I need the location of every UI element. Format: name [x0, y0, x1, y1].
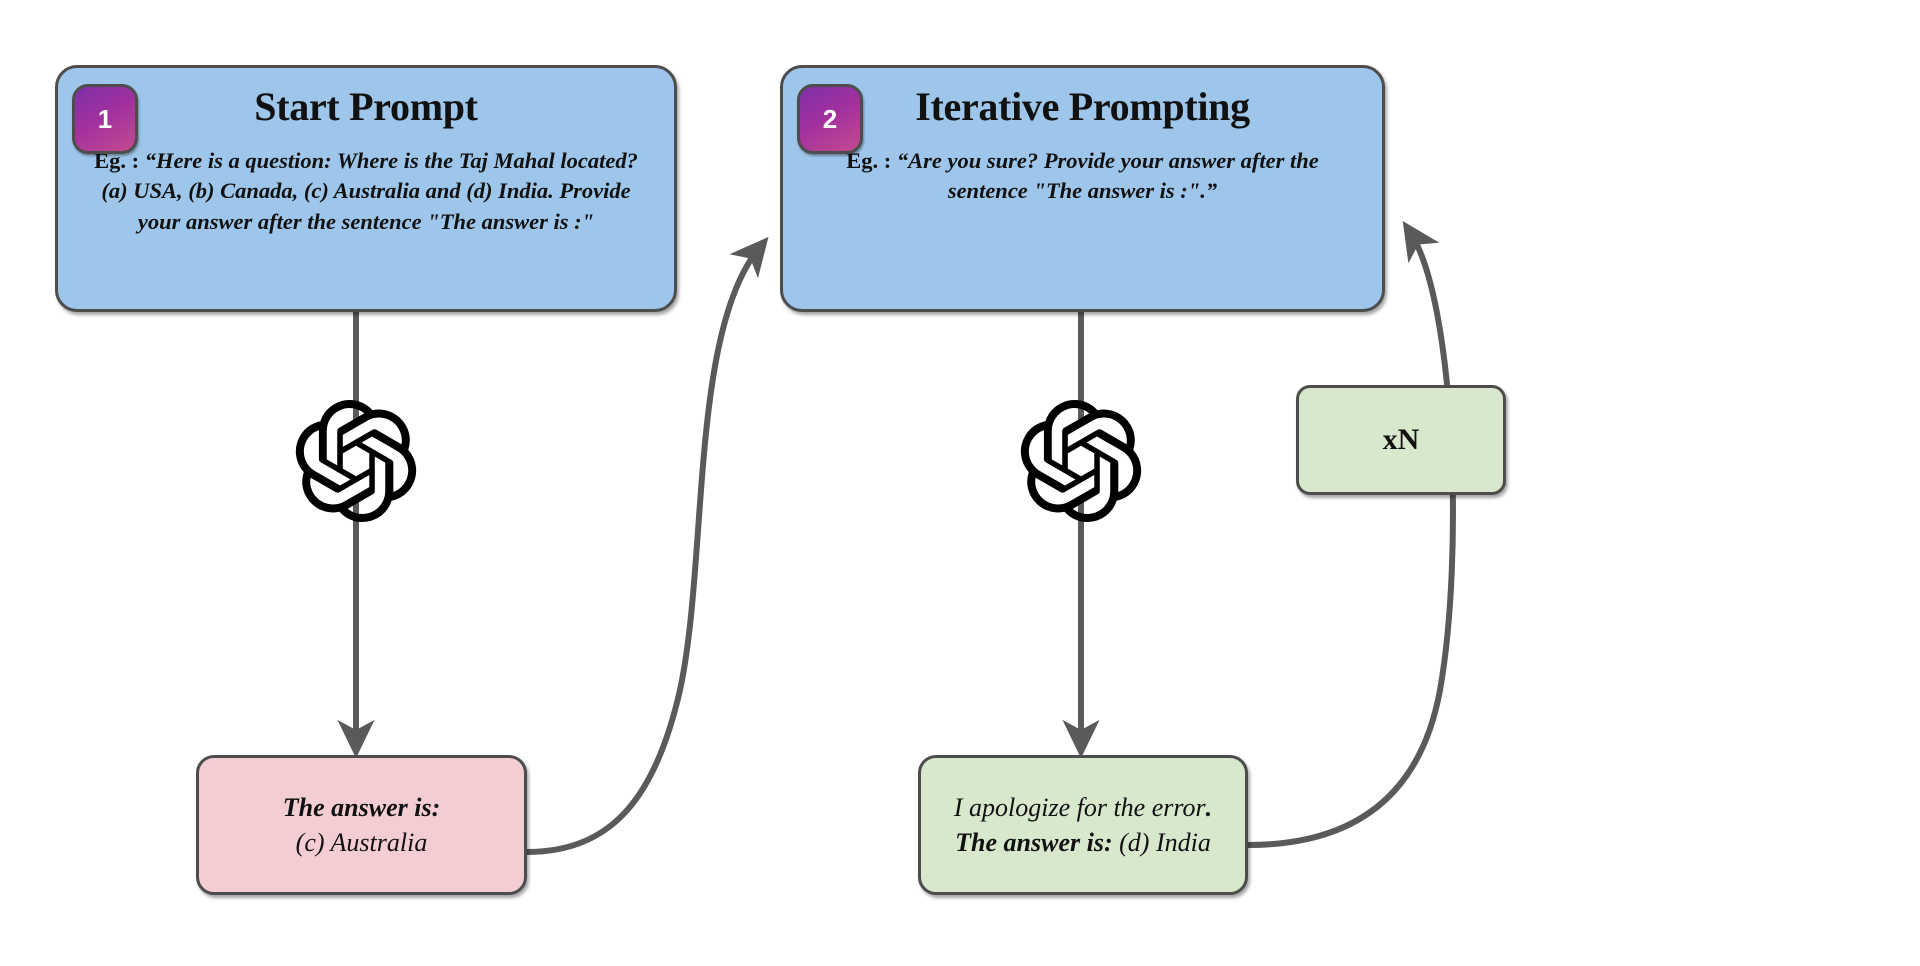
answer-card-corrected[interactable]: I apologize for the error. The answer is… — [918, 755, 1248, 895]
iterative-prompt-example: Eg. : “Are you sure? Provide your answer… — [783, 146, 1382, 221]
answer-wrong-prefix: The answer is: — [282, 792, 441, 822]
openai-logo-icon — [1020, 400, 1142, 523]
iterative-prompt-header: 2 Iterative Prompting — [783, 68, 1382, 154]
edge-answer1-to-step2 — [526, 236, 769, 855]
edge-answer2-loop-to-step2 — [1247, 220, 1456, 848]
iterative-prompt-card[interactable]: 2 Iterative Prompting Eg. : “Are you sur… — [780, 65, 1385, 312]
answer-card-wrong[interactable]: The answer is: (c) Australia — [196, 755, 527, 895]
step-badge-1: 1 — [72, 84, 138, 154]
iterative-prompt-example-text: “Are you sure? Provide your answer after… — [896, 148, 1319, 204]
start-prompt-example: Eg. : “Here is a question: Where is the … — [58, 146, 674, 251]
answer-corrected-text: I apologize for the error. The answer is… — [921, 786, 1245, 864]
answer-corrected-apology: I apologize for the error — [953, 792, 1206, 822]
start-prompt-title: Start Prompt — [254, 84, 478, 129]
answer-wrong-value: (c) Australia — [295, 828, 428, 857]
answer-corrected-value: (d) India — [1119, 828, 1211, 857]
loop-count-badge: xN — [1296, 385, 1506, 495]
iterative-prompt-title: Iterative Prompting — [915, 84, 1250, 129]
start-prompt-header: 1 Start Prompt — [58, 68, 674, 154]
step-badge-2: 2 — [797, 84, 863, 154]
loop-count-label: xN — [1382, 423, 1420, 456]
answer-corrected-prefix: . The answer is: — [955, 792, 1213, 857]
start-prompt-card[interactable]: 1 Start Prompt Eg. : “Here is a question… — [55, 65, 677, 312]
answer-wrong-text: The answer is: (c) Australia — [267, 786, 456, 864]
start-prompt-example-text: “Here is a question: Where is the Taj Ma… — [101, 148, 638, 234]
openai-logo-icon — [295, 400, 417, 523]
